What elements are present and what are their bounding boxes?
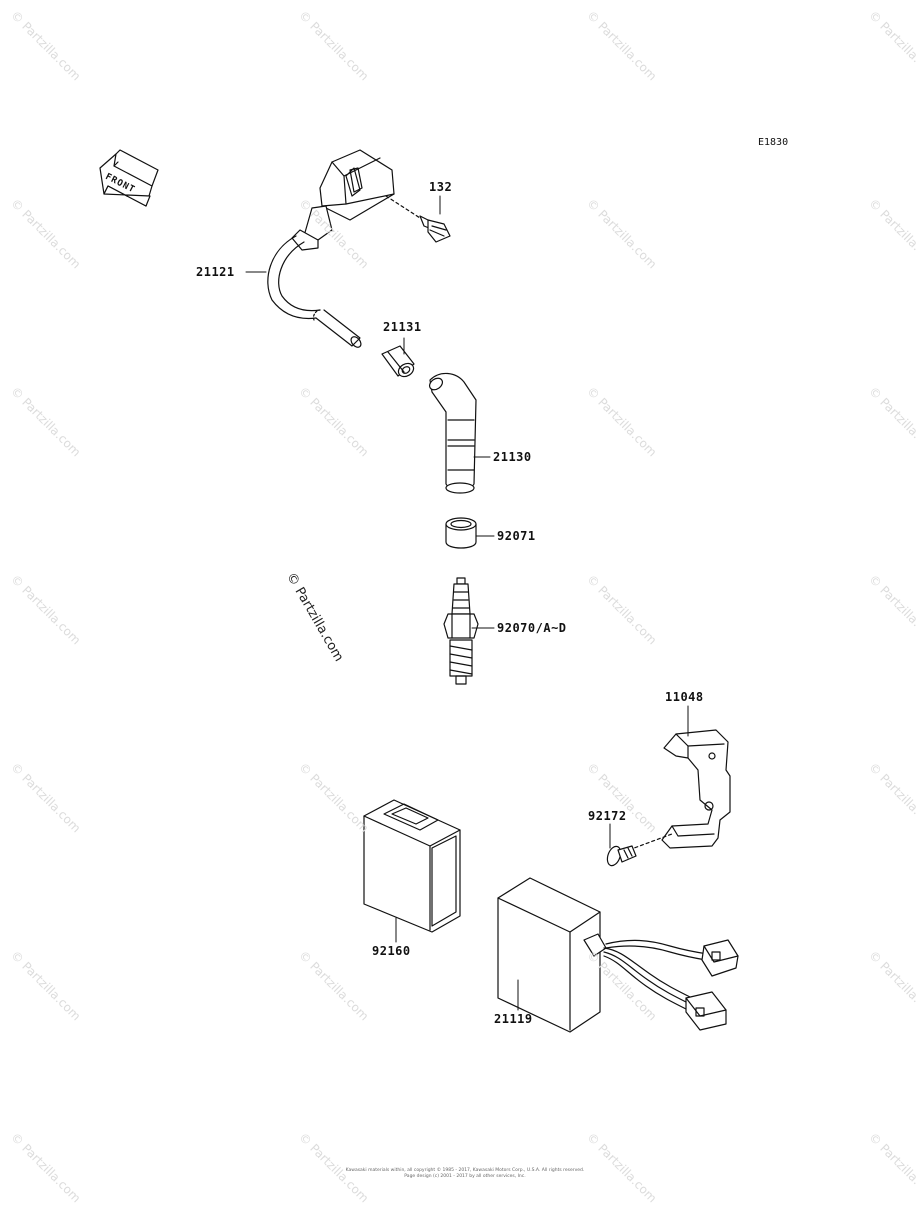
part-label-21121: 21121 bbox=[196, 265, 235, 279]
leader-lines bbox=[246, 196, 688, 1010]
spark-plug-part bbox=[444, 578, 478, 684]
bolt-132-part bbox=[386, 196, 450, 242]
part-label-92070: 92070/A~D bbox=[497, 621, 567, 635]
part-label-92071: 92071 bbox=[497, 529, 536, 543]
part-label-11048: 11048 bbox=[665, 690, 704, 704]
plug-cap-21130-part bbox=[427, 373, 476, 493]
bracket-11048-part bbox=[662, 730, 730, 848]
part-label-21119: 21119 bbox=[494, 1012, 533, 1026]
diagram-code: E1830 bbox=[758, 137, 789, 148]
cap-92071-part bbox=[446, 518, 476, 548]
part-label-132: 132 bbox=[429, 180, 453, 194]
footer-line-2: Page design (c) 2001 - 2017 by all other… bbox=[404, 1174, 526, 1179]
screw-92172-part bbox=[605, 834, 672, 867]
ignition-coil-part bbox=[268, 150, 394, 349]
igniter-21119-part bbox=[498, 878, 738, 1032]
footer-line-1: Kawasaki materials within, all copyright… bbox=[345, 1168, 585, 1173]
part-label-92172: 92172 bbox=[588, 809, 627, 823]
part-label-92160: 92160 bbox=[372, 944, 411, 958]
cap-21131-part bbox=[382, 346, 416, 379]
part-label-21131: 21131 bbox=[383, 320, 422, 334]
copyright-footer: Kawasaki materials within, all copyright… bbox=[300, 1168, 630, 1180]
front-arrow-icon bbox=[100, 150, 158, 206]
cover-92160-part bbox=[364, 800, 460, 932]
part-label-21130: 21130 bbox=[493, 450, 532, 464]
